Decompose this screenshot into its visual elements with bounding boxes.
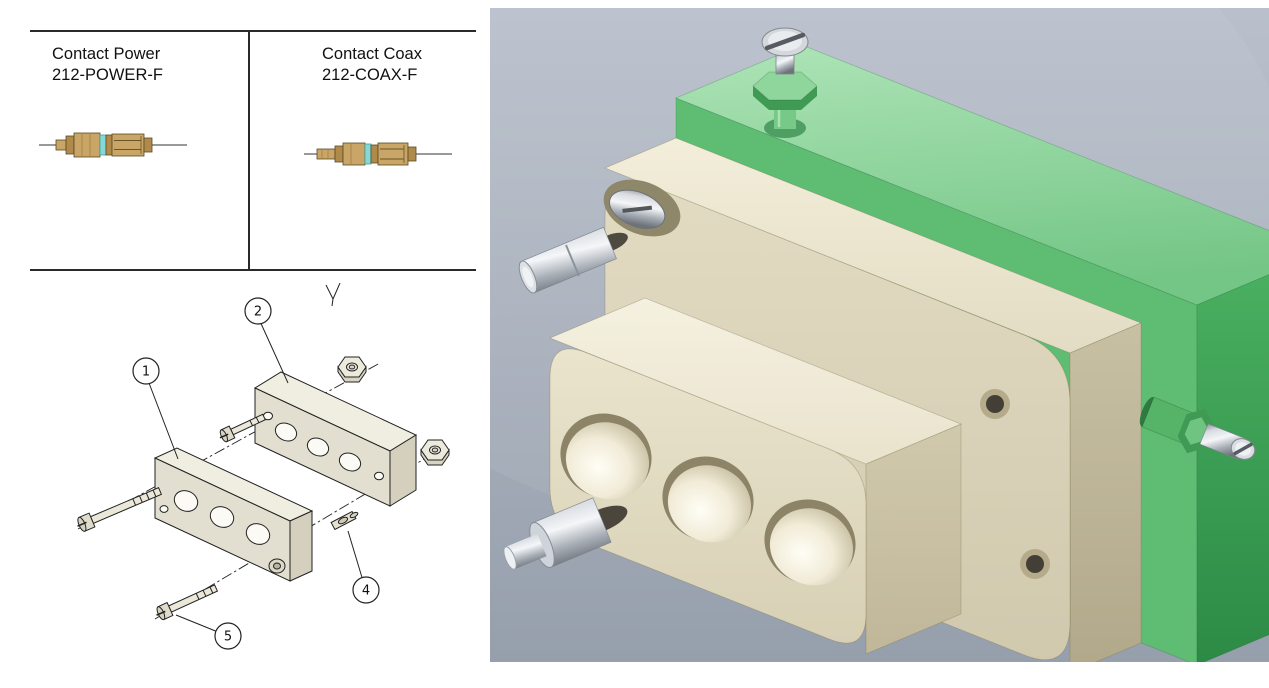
svg-text:5: 5: [224, 630, 232, 645]
screw-bottom: [156, 584, 219, 621]
balloon-5: 5: [175, 614, 242, 650]
coax-contact-body: [304, 142, 452, 166]
balloon-1: 1: [132, 357, 179, 460]
power-contact-body: [39, 132, 187, 158]
hex-nut-upper: [337, 356, 367, 383]
panel-border-top: [30, 30, 476, 32]
coax-contact-label: Contact Coax 212-COAX-F: [322, 44, 422, 86]
power-hole-1: [560, 413, 652, 500]
rear-plate-part: [253, 371, 418, 507]
coax-contact-drawing: [304, 142, 452, 166]
small-cavity-lower: [1020, 549, 1050, 579]
coax-pin-lower: [503, 497, 628, 570]
panel-border-bottom: [30, 269, 476, 271]
balloon-4: 4: [347, 530, 380, 604]
hex-nut-lower: [420, 439, 450, 466]
power-contact-partnumber: 212-POWER-F: [52, 66, 163, 85]
balloon-2: 2: [244, 297, 289, 384]
connector-3d-render: [490, 8, 1269, 662]
svg-text:4: 4: [362, 584, 370, 599]
front-block-part: [153, 447, 314, 582]
screw-top: [219, 413, 266, 443]
coax-pin-upper: [518, 226, 628, 294]
power-contact-label: Contact Power 212-POWER-F: [52, 44, 163, 86]
coax-contact-title: Contact Coax: [322, 45, 422, 63]
top-jackscrew-slot: [764, 32, 806, 51]
panel-divider: [248, 30, 250, 271]
power-contact-drawing: [39, 132, 187, 158]
right-jackscrew-slot: [1233, 442, 1253, 456]
small-cavity-upper: [980, 389, 1010, 419]
right-jackscrew: [1139, 396, 1256, 460]
top-jackscrew: [752, 27, 818, 138]
power-hole-2: [662, 456, 754, 543]
thread-symbol: [325, 283, 341, 307]
front-insert-block: [548, 297, 963, 655]
screw-left-long: [77, 487, 163, 532]
svg-text:1: 1: [142, 365, 150, 380]
coax-contact-partnumber: 212-COAX-F: [322, 66, 418, 85]
contact-item: [330, 510, 359, 531]
power-contact-title: Contact Power: [52, 45, 161, 63]
exploded-view: 1 2 4 5: [77, 283, 450, 650]
chamfer-bore: [603, 179, 681, 237]
svg-text:2: 2: [254, 305, 262, 320]
power-hole-3: [764, 499, 856, 586]
